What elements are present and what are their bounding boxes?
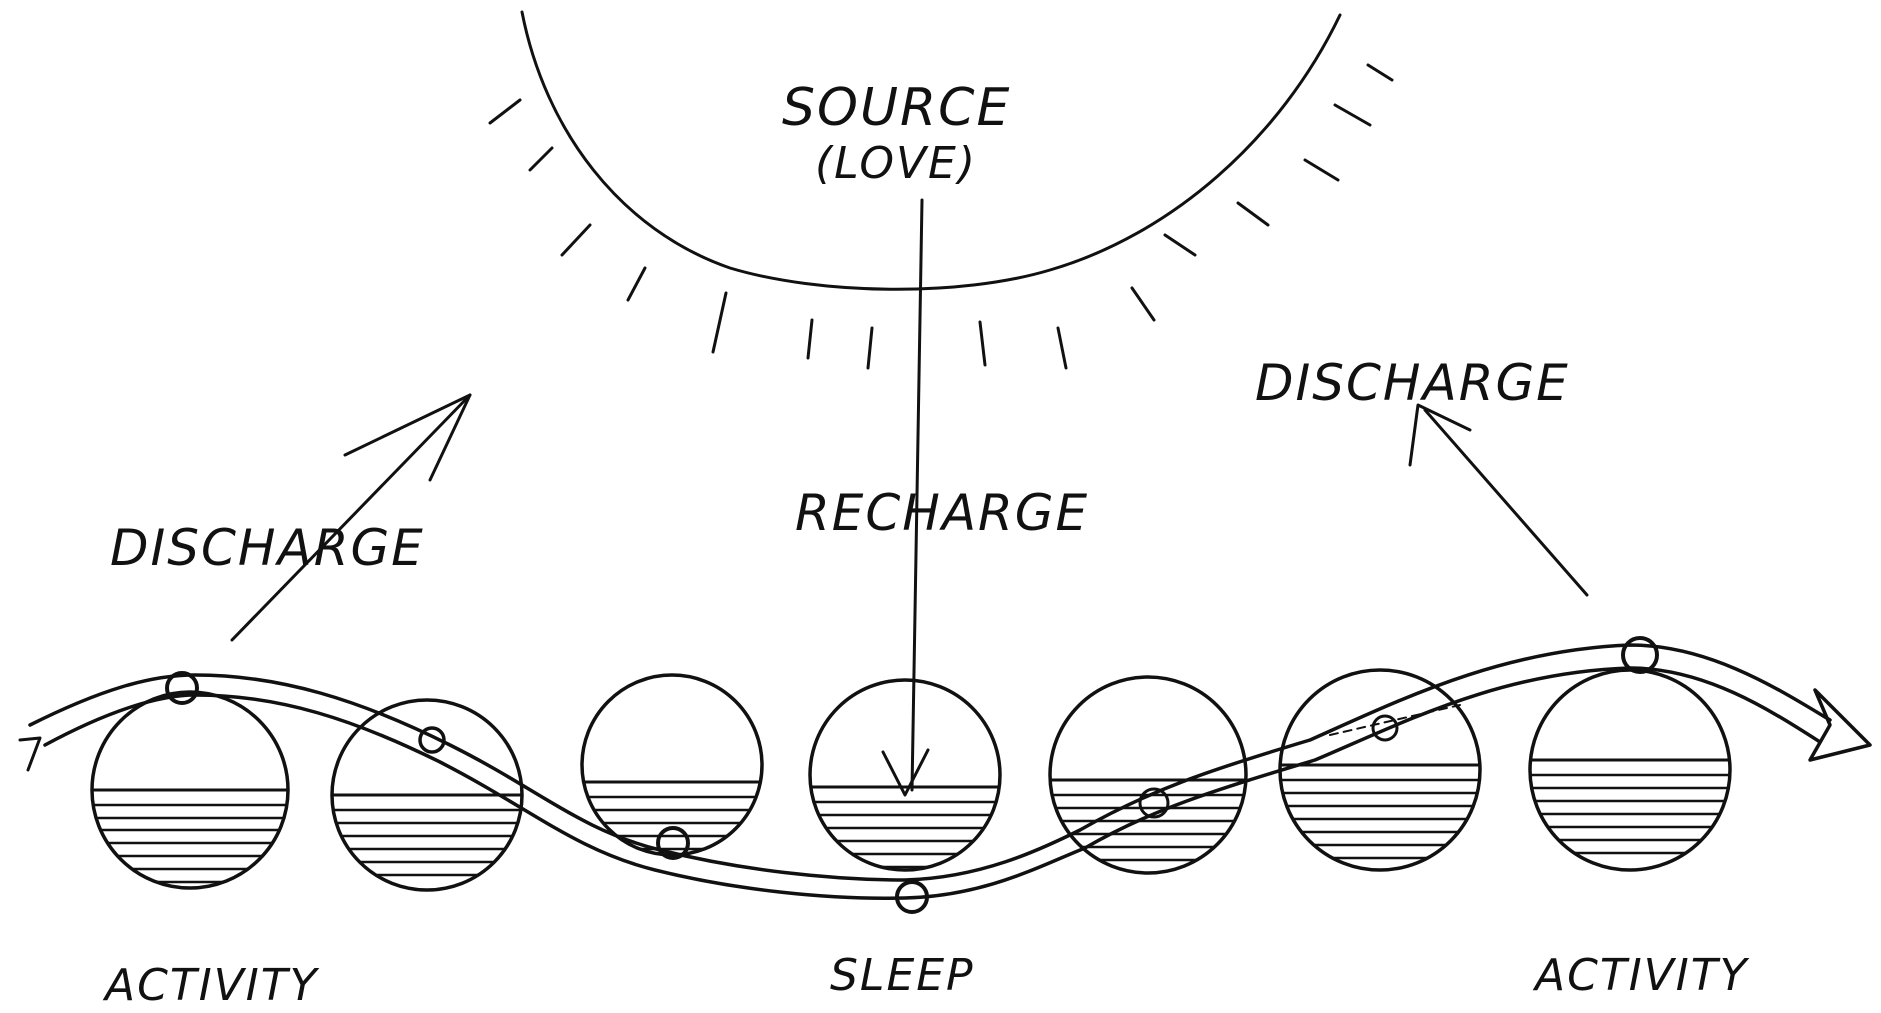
sphere-5 (1040, 677, 1260, 873)
sphere-1 (80, 692, 300, 888)
sphere-group (80, 670, 1740, 890)
sphere-7 (1520, 670, 1740, 870)
source-sublabel: (LOVE) (815, 138, 977, 189)
discharge-arrow-left (232, 395, 470, 640)
discharge-arrow-right (1410, 405, 1587, 595)
recharge-label: RECHARGE (795, 484, 1089, 542)
sphere-4 (795, 680, 1015, 870)
activity-label-right: ACTIVITY (1532, 950, 1750, 1001)
discharge-label-right: DISCHARGE (1255, 354, 1570, 412)
sleep-label: SLEEP (830, 950, 975, 1001)
activity-label-left: ACTIVITY (102, 960, 320, 1011)
source-sun (490, 12, 1392, 368)
source-label: SOURCE (782, 78, 1011, 138)
discharge-label-left: DISCHARGE (110, 519, 425, 577)
